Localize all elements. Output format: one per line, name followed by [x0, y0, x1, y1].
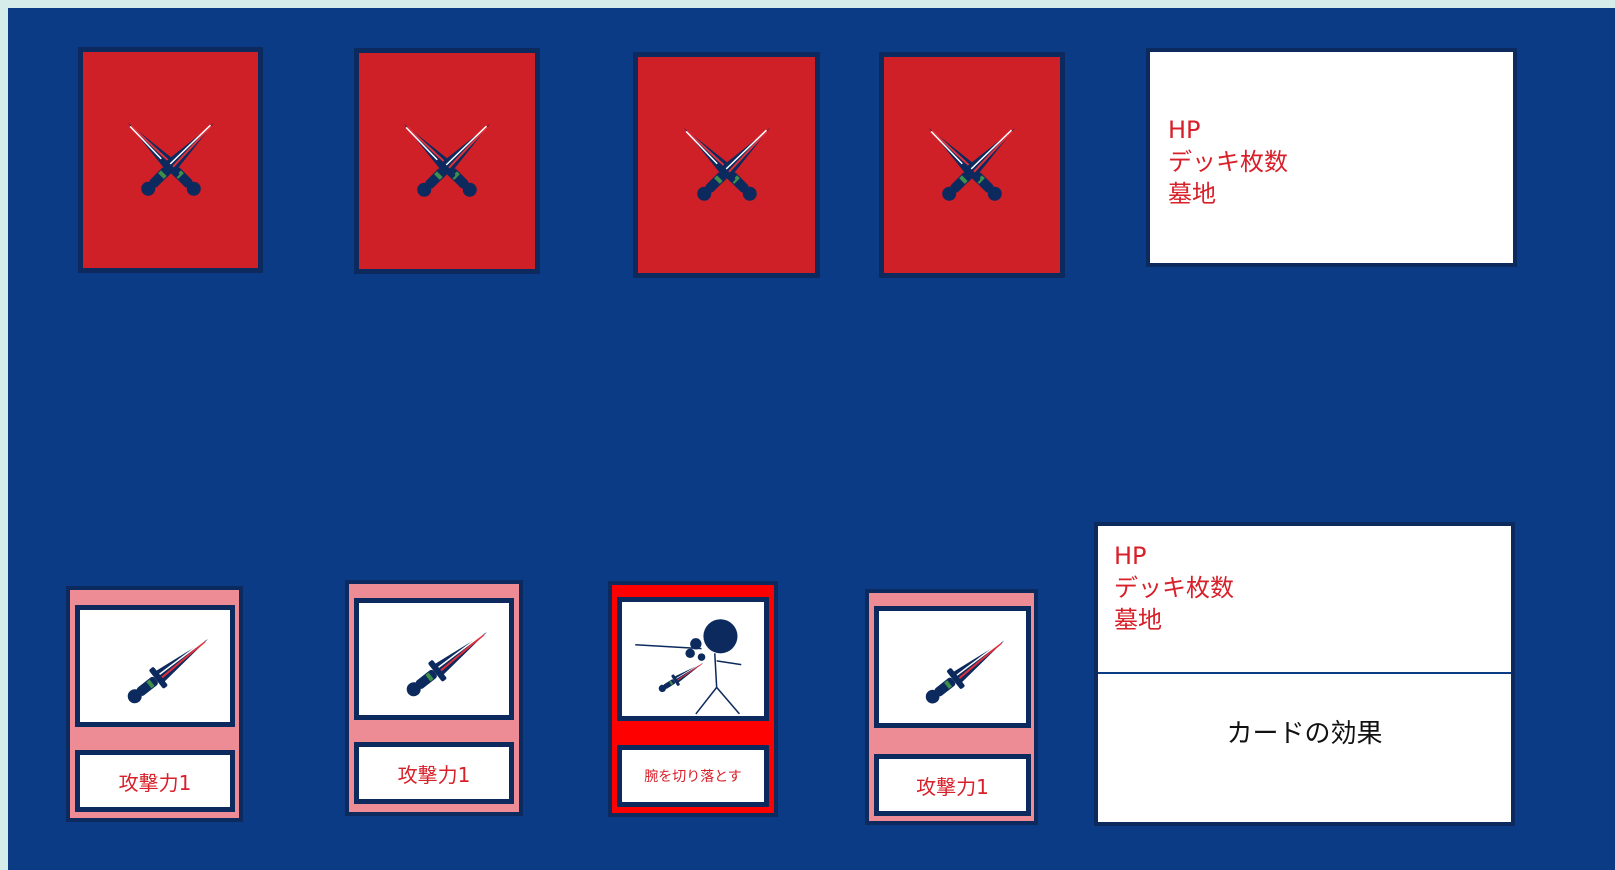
card-art [617, 597, 769, 721]
card-art [75, 605, 235, 727]
card-art [354, 598, 514, 720]
sword-icon [918, 630, 1013, 712]
card-effect-text: カードの効果 [1226, 719, 1383, 749]
opponent-card-4[interactable] [879, 52, 1065, 278]
opponent-status-panel: HP デッキ枚数 墓地 [1146, 48, 1517, 267]
card-label: 攻撃力1 [874, 754, 1031, 816]
hand-card-1[interactable]: 攻撃力1 [66, 586, 243, 822]
sword-icon [399, 621, 496, 705]
sword-icon [120, 628, 217, 712]
panel-divider [1098, 672, 1511, 674]
player-status-panel: HP デッキ枚数 墓地 カードの効果 [1094, 522, 1515, 826]
player-stats: HP デッキ枚数 墓地 [1114, 540, 1234, 636]
crossed-swords-icon [919, 118, 1025, 209]
crossed-swords-icon [118, 113, 223, 204]
opponent-graveyard-label: 墓地 [1168, 180, 1216, 208]
opponent-deck-label: デッキ枚数 [1168, 148, 1288, 176]
hand-card-4[interactable]: 攻撃力1 [865, 589, 1038, 825]
card-label: 腕を切り落とす [617, 745, 769, 807]
opponent-card-1[interactable] [78, 47, 263, 273]
hand-card-3[interactable]: 腕を切り落とす [608, 581, 778, 817]
opponent-card-2[interactable] [354, 48, 540, 274]
player-graveyard-label: 墓地 [1114, 606, 1162, 634]
player-deck-label: デッキ枚数 [1114, 574, 1234, 602]
card-label: 攻撃力1 [75, 750, 235, 812]
crossed-swords-icon [394, 114, 500, 205]
sword-slash-figure-icon [635, 619, 742, 715]
opponent-card-3[interactable] [633, 52, 820, 278]
opponent-stats: HP デッキ枚数 墓地 [1168, 114, 1288, 210]
card-art [874, 606, 1031, 728]
opponent-hp-label: HP [1168, 116, 1201, 144]
card-label: 攻撃力1 [354, 742, 514, 804]
hand-card-2[interactable]: 攻撃力1 [345, 580, 523, 816]
player-hp-label: HP [1114, 542, 1147, 570]
crossed-swords-icon [674, 118, 779, 209]
